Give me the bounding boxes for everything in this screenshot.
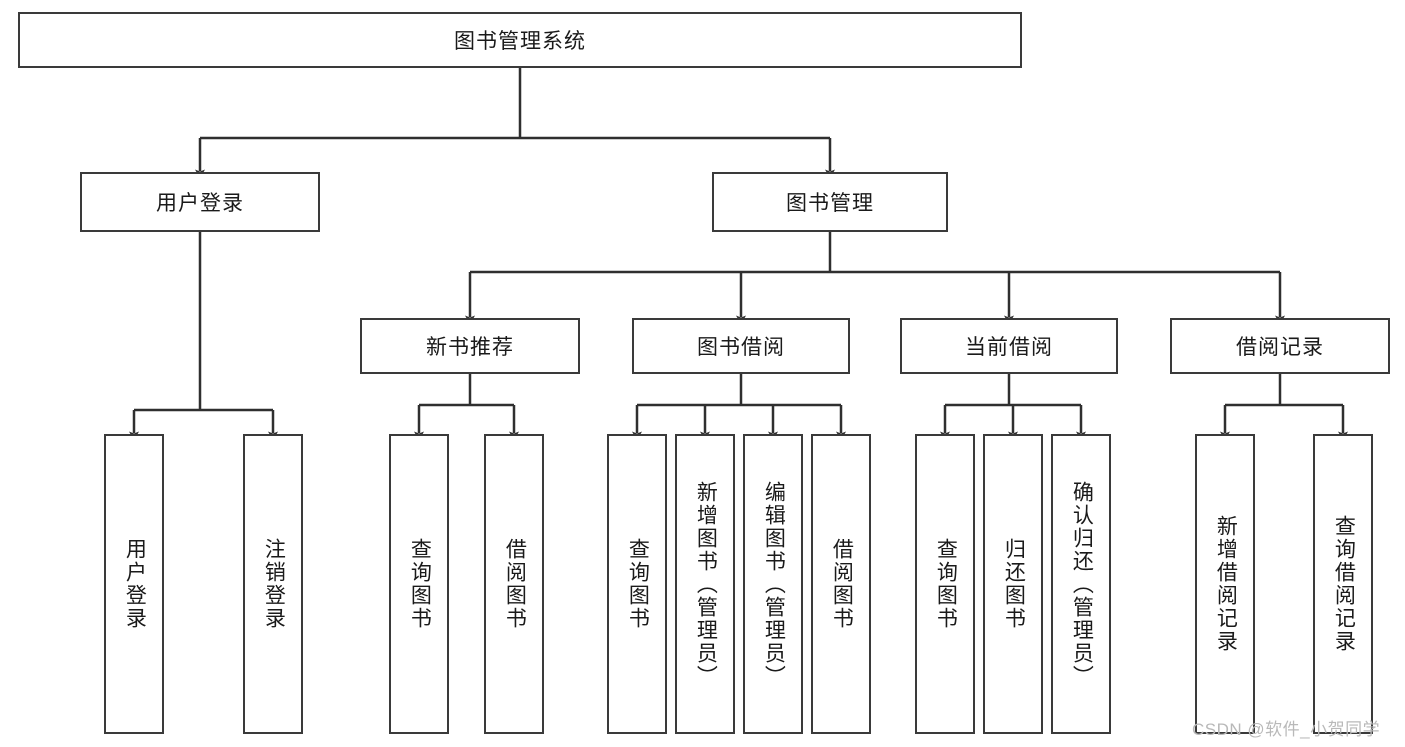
node-leaf-re-query[interactable]: 查询借阅记录 [1313,434,1373,734]
node-label: 编辑图书（管理员） [762,480,786,688]
node-label: 查询借阅记录 [1332,515,1356,653]
node-label: 图书借阅 [697,336,785,359]
node-newbook[interactable]: 新书推荐 [360,318,580,374]
node-leaf-bo-add[interactable]: 新增图书（管理员） [675,434,735,734]
node-leaf-nb-borrow[interactable]: 借阅图书 [484,434,544,734]
node-label: 图书管理系统 [454,30,586,53]
node-leaf-cu-confirm[interactable]: 确认归还（管理员） [1051,434,1111,734]
node-label: 用户登录 [123,538,147,630]
node-label: 注销登录 [262,538,286,630]
node-leaf-nb-query[interactable]: 查询图书 [389,434,449,734]
node-label: 查询图书 [408,538,432,630]
node-label: 借阅图书 [503,538,527,630]
node-label: 归还图书 [1002,538,1026,630]
node-leaf-bo-borrow[interactable]: 借阅图书 [811,434,871,734]
node-leaf-bo-query[interactable]: 查询图书 [607,434,667,734]
node-label: 新书推荐 [426,336,514,359]
node-leaf-re-add[interactable]: 新增借阅记录 [1195,434,1255,734]
node-leaf-user-login[interactable]: 用户登录 [104,434,164,734]
node-bookmgmt[interactable]: 图书管理 [712,172,948,232]
node-leaf-cu-return[interactable]: 归还图书 [983,434,1043,734]
node-current[interactable]: 当前借阅 [900,318,1118,374]
watermark: CSDN @软件_小贺同学 [1192,720,1381,739]
node-leaf-user-logout[interactable]: 注销登录 [243,434,303,734]
node-label: 新增图书（管理员） [694,480,718,688]
node-label: 用户登录 [156,192,244,215]
node-label: 当前借阅 [965,336,1053,359]
node-leaf-cu-query[interactable]: 查询图书 [915,434,975,734]
node-root[interactable]: 图书管理系统 [18,12,1022,68]
edge-lines [129,68,1348,441]
node-borrow[interactable]: 图书借阅 [632,318,850,374]
node-leaf-bo-edit[interactable]: 编辑图书（管理员） [743,434,803,734]
node-label: 借阅记录 [1236,336,1324,359]
node-records[interactable]: 借阅记录 [1170,318,1390,374]
node-label: 新增借阅记录 [1214,515,1238,653]
node-label: 查询图书 [934,538,958,630]
node-login[interactable]: 用户登录 [80,172,320,232]
node-label: 借阅图书 [830,538,854,630]
node-label: 确认归还（管理员） [1070,480,1094,688]
node-label: 图书管理 [786,192,874,215]
node-label: 查询图书 [626,538,650,630]
